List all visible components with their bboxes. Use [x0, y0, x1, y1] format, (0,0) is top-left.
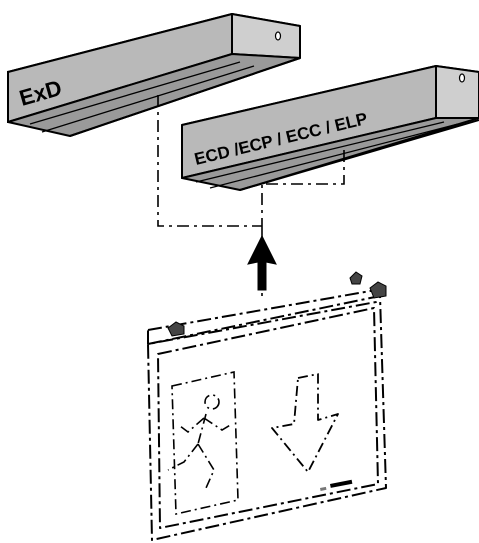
exd-screw-icon: [274, 31, 282, 41]
exit-door-frame: [171, 371, 239, 515]
ecd-housing-underside: [181, 117, 479, 191]
sign-clip-top: [349, 271, 363, 285]
arrow-down-icon: [271, 373, 339, 473]
ecd-screw-icon: [458, 73, 466, 83]
sign-panel: [147, 295, 387, 541]
ecd-housing: ECD /ECP / ECC / ELP: [181, 65, 479, 191]
sign-clip-left: [167, 321, 185, 337]
exd-connector-line: [157, 95, 262, 227]
running-man-exit-icon: [167, 371, 239, 515]
sign-clips: [167, 271, 387, 337]
exd-housing-endcap: [231, 13, 301, 59]
exit-sign: [147, 289, 387, 541]
exd-housing: ExD: [7, 13, 301, 137]
runner-body: [167, 413, 233, 489]
sign-clip-right: [369, 281, 387, 299]
ecd-housing-endcap: [435, 65, 479, 119]
sign-panel-inner: [157, 307, 379, 529]
arrow-up-icon: [247, 234, 277, 291]
sign-logo-marks: [319, 479, 353, 491]
runner-head: [204, 394, 220, 410]
ecd-connector-line: [261, 150, 345, 226]
sign-top-rail: [147, 289, 377, 345]
